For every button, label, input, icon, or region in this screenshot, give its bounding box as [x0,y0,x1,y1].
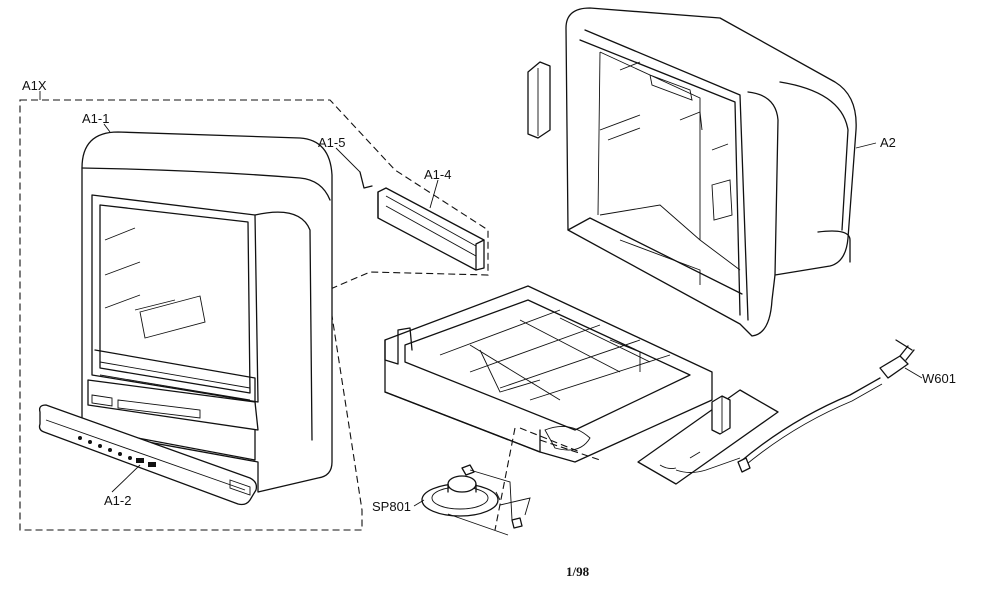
label-a1-1: A1-1 [82,111,109,126]
rear-cabinet-a2 [565,7,857,337]
bracket-a1-4 [377,187,485,271]
label-a1-4: A1-4 [424,167,451,182]
label-sp801: SP801 [372,499,411,514]
label-a1x: A1X [22,78,47,93]
leader-lines [39,91,923,531]
control-panel-a1-2 [38,404,258,506]
label-a1-5: A1-5 [318,135,345,150]
chassis-base [384,285,713,463]
side-strip-part [527,61,551,139]
label-a2: A2 [880,135,896,150]
speaker-sp801 [421,464,531,536]
label-a1-2: A1-2 [104,493,131,508]
circuit-board [637,389,779,485]
clip-a1-5 [359,171,373,189]
power-cord-w601 [737,339,915,473]
front-cabinet-a1-1 [81,131,333,493]
page-code: 1/98 [566,564,590,579]
label-w601: W601 [922,371,956,386]
a1x-assembly-boundary [19,99,489,531]
